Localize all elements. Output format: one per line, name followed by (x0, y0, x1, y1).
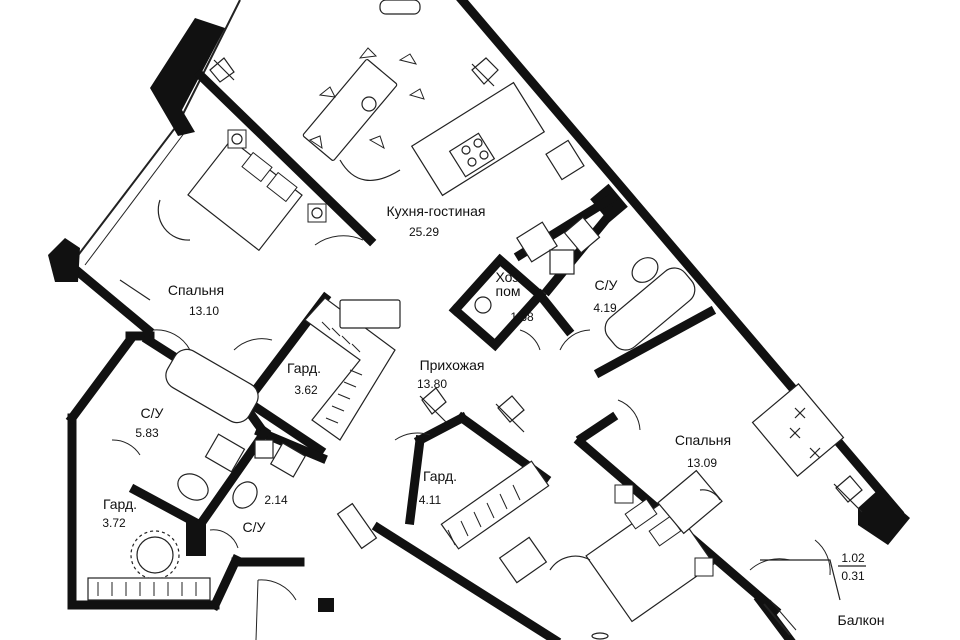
wardrobe-center-area: 3.62 (294, 383, 318, 397)
hallway-area: 13.80 (417, 377, 447, 391)
bath-small-area: 2.14 (264, 493, 288, 507)
kitchen-name: Кухня-гостиная (386, 203, 485, 219)
kitchen-furniture (209, 0, 585, 263)
plant (495, 395, 525, 433)
plant (419, 387, 447, 423)
flower-vase (361, 96, 377, 112)
window-sill (119, 279, 151, 301)
bedroom-left-area: 13.10 (189, 304, 219, 318)
bath-right-area: 4.19 (593, 301, 617, 315)
wardrobe-center (304, 297, 401, 441)
bath-left-name: С/У (141, 405, 164, 421)
nightstand (614, 484, 634, 504)
bedroom-left-furniture (119, 129, 327, 301)
wardrobe-rail (440, 460, 550, 550)
chair (398, 53, 418, 65)
stove (448, 132, 496, 178)
nightstand (307, 203, 327, 223)
storage-name-1: Хоз. (495, 269, 522, 285)
room-labels: Кухня-гостиная 25.29 Спальня 13.10 Хоз. … (102, 203, 884, 628)
wardrobe-left-name: Гард. (103, 496, 137, 512)
wardrobe-rail (87, 577, 211, 601)
wardrobe-center-name: Гард. (287, 360, 321, 376)
storage-fixtures (474, 296, 492, 314)
sink (545, 139, 585, 181)
washbasin (204, 433, 246, 473)
chair (368, 135, 385, 150)
bathtub (165, 348, 259, 424)
wardrobe-left-area: 3.72 (102, 516, 126, 530)
bath-right-fixtures (549, 216, 696, 351)
chair (308, 135, 323, 150)
wardrobe-lower (336, 460, 550, 550)
chair (408, 88, 425, 100)
bedroom-right-name: Спальня (675, 432, 731, 448)
bedroom-right-furniture (657, 383, 863, 601)
balcony (763, 565, 866, 636)
washbasin (269, 442, 307, 478)
pillow (624, 498, 658, 530)
shaft (254, 439, 274, 459)
chair (318, 86, 336, 98)
toilet (232, 481, 258, 509)
entry-cabinet (336, 502, 378, 550)
balcony-area-bottom: 0.31 (841, 569, 865, 583)
bedroom-right-area: 13.09 (687, 456, 717, 470)
bath-small-fixtures (232, 439, 307, 509)
hallway-name: Прихожая (420, 357, 485, 373)
wardrobe-lower-area: 4.11 (419, 493, 442, 507)
pillow (266, 171, 298, 203)
bath-left-fixtures (165, 348, 259, 501)
balcony-name: Балкон (838, 612, 885, 628)
bath-right-name: С/У (595, 277, 618, 293)
balcony-door (760, 559, 841, 601)
bedroom-left-name: Спальня (168, 282, 224, 298)
rug-curve (549, 555, 591, 571)
rug-curve (157, 199, 191, 241)
nightstand (227, 129, 247, 149)
bathtub (604, 267, 696, 351)
toilet (177, 473, 209, 501)
shelf (339, 299, 401, 329)
chair (358, 47, 378, 59)
storage-name-2: пом (496, 283, 521, 299)
washbasin (563, 216, 601, 254)
doors (111, 235, 831, 640)
round-ottoman (130, 530, 180, 580)
toilet (631, 257, 659, 283)
bath-small-name: С/У (243, 519, 266, 535)
balcony-area-top: 1.02 (841, 551, 865, 565)
desk (657, 469, 723, 535)
wardrobe-lower-name: Гард. (423, 468, 457, 484)
shaft (549, 249, 575, 275)
armchair (498, 536, 548, 584)
sofa-edge (379, 0, 421, 15)
bath-left-area: 5.83 (135, 426, 159, 440)
storage-area: 1.68 (510, 310, 534, 324)
rug-curve (339, 159, 401, 181)
outer-walls (48, 0, 910, 640)
nightstand (694, 557, 714, 577)
fridge (516, 221, 558, 263)
pillow (241, 151, 273, 183)
kitchen-area: 25.29 (409, 225, 439, 239)
wardrobe-left (87, 530, 211, 601)
plant (209, 57, 235, 83)
water-heater (474, 296, 492, 314)
chair (699, 489, 721, 501)
plant (471, 57, 499, 87)
hallway-items (419, 387, 525, 433)
plant (833, 475, 863, 513)
lamp (591, 632, 609, 640)
